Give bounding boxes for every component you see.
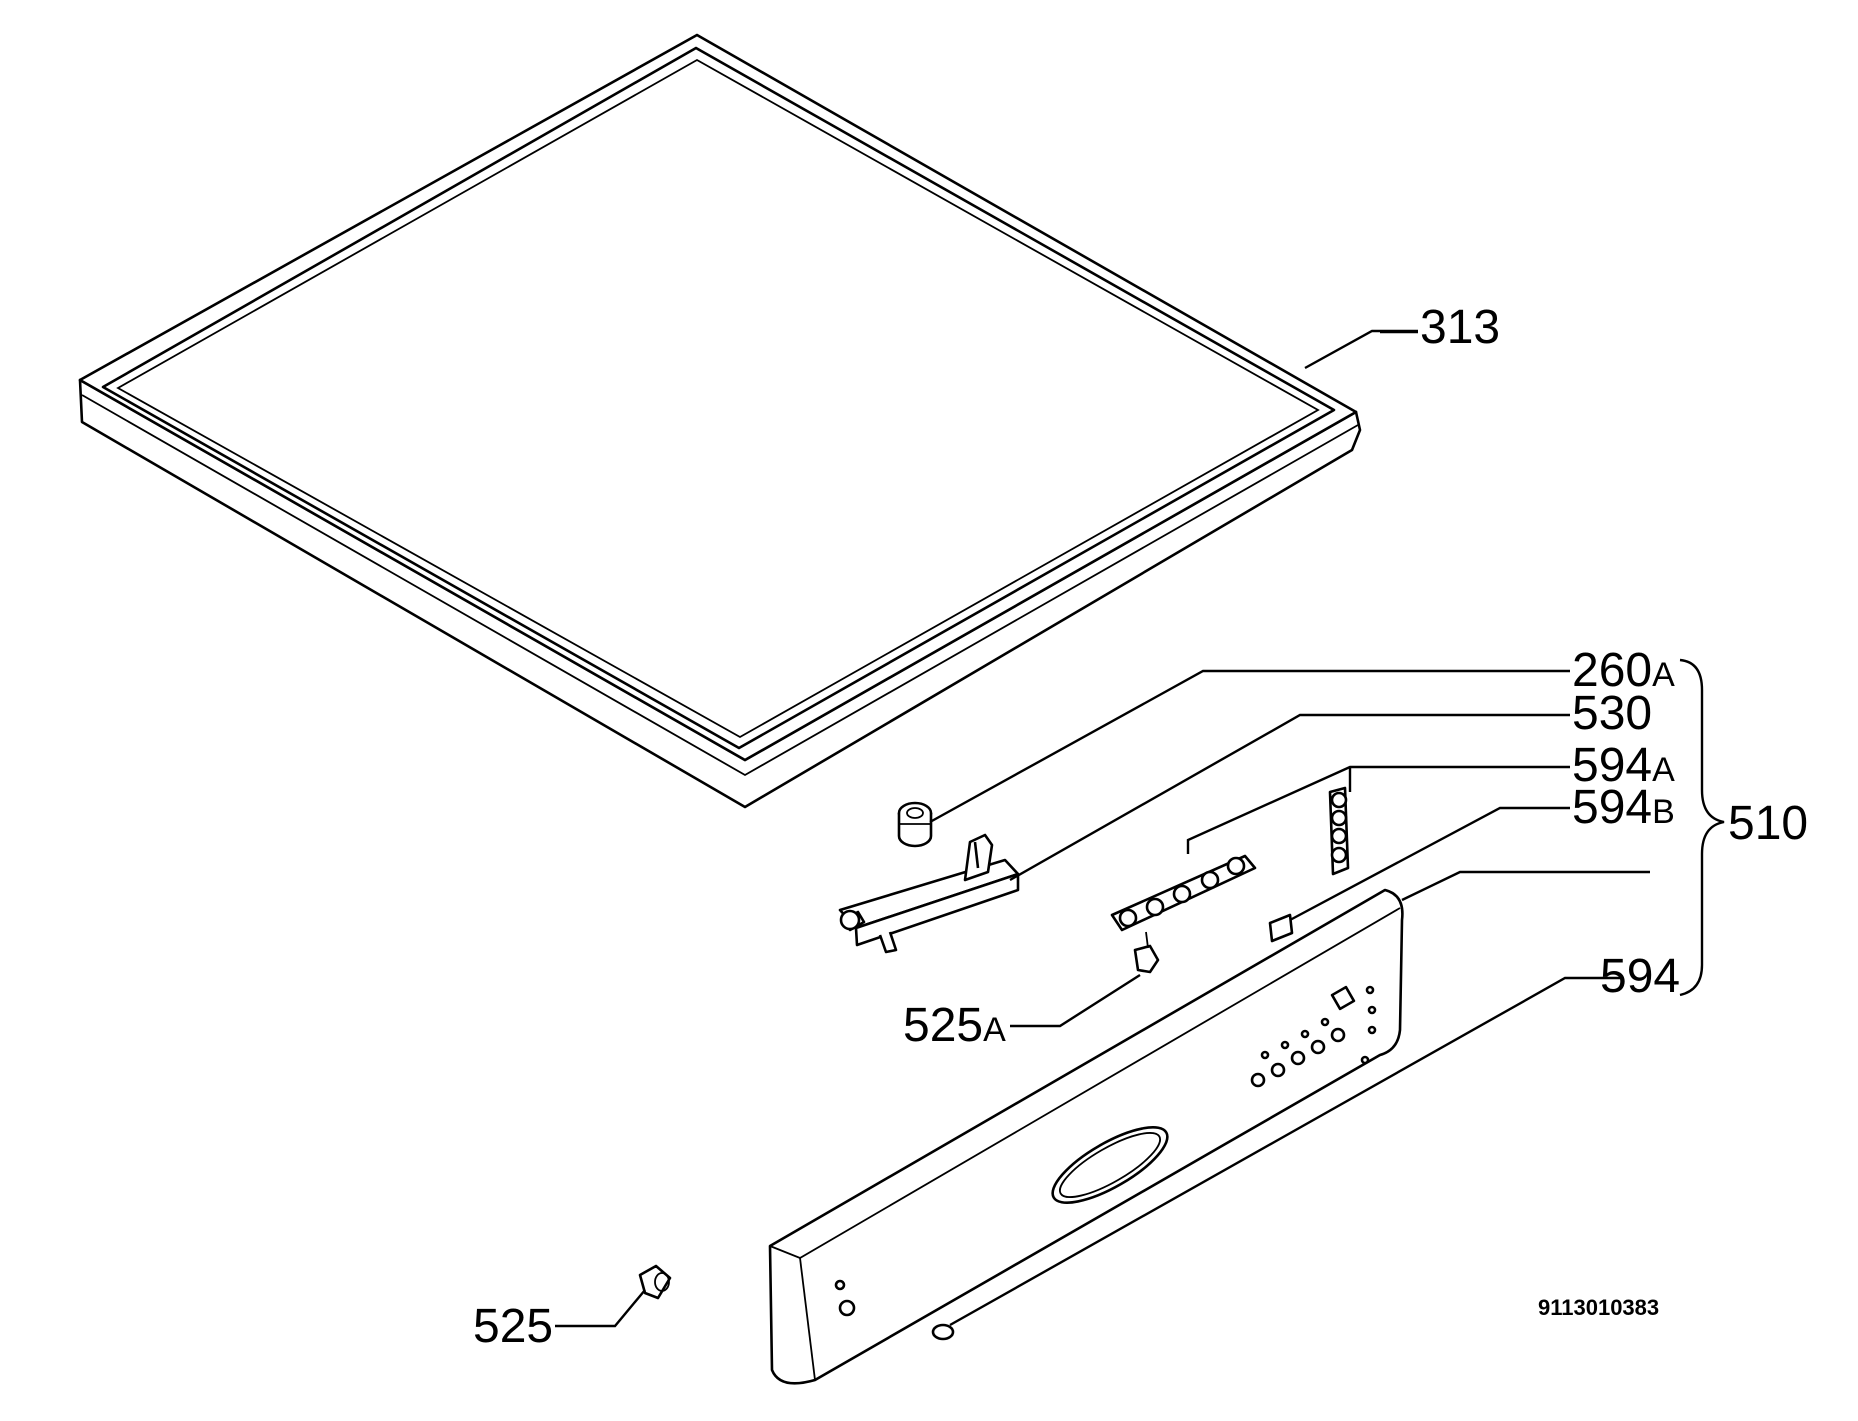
label-525a: 525A bbox=[903, 999, 1006, 1052]
leader-lines bbox=[555, 329, 1650, 1328]
part-594-control-panel bbox=[768, 888, 1404, 1385]
part-525a-knob bbox=[1133, 931, 1160, 974]
part-594b-square bbox=[1268, 913, 1294, 943]
label-525: 525 bbox=[473, 1300, 553, 1353]
label-594: 594 bbox=[1600, 950, 1680, 1003]
part-594a-switch-strip bbox=[1110, 786, 1350, 932]
label-530: 530 bbox=[1572, 687, 1652, 740]
label-594a: 594A bbox=[1572, 739, 1675, 792]
group-brace-510 bbox=[1679, 658, 1725, 997]
part-530-bracket bbox=[838, 833, 1020, 954]
label-594b: 594B bbox=[1572, 781, 1675, 834]
part-260a-cap bbox=[897, 801, 933, 848]
label-260a: 260A bbox=[1572, 644, 1675, 697]
worktop-lid-part bbox=[78, 33, 1362, 809]
document-number: 9113010383 bbox=[1538, 1295, 1659, 1320]
label-313: 313 bbox=[1420, 301, 1500, 354]
label-510: 510 bbox=[1728, 797, 1808, 850]
